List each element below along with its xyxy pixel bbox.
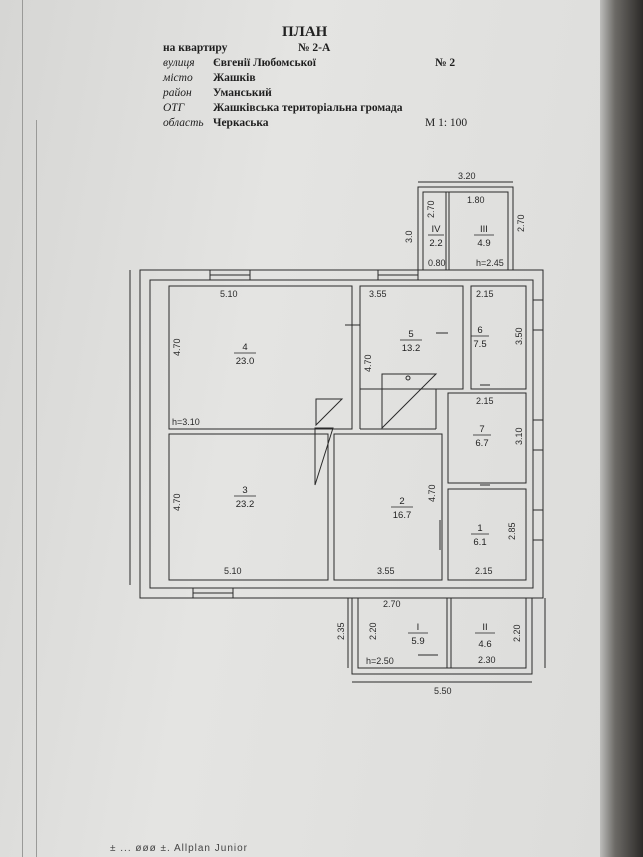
street-value: Євгенії Любомської xyxy=(213,57,317,69)
room-II-number: II xyxy=(482,622,487,633)
room-1-outline xyxy=(447,488,527,581)
dim-4-70-mid: 4.70 xyxy=(363,354,373,372)
annex-top-inner xyxy=(422,191,509,271)
dim-3-50: 3.50 xyxy=(514,327,524,345)
room-2-area: 16.7 xyxy=(393,510,412,521)
scale-label: М 1: 100 xyxy=(425,117,468,129)
apartment-number: № 2-А xyxy=(298,42,331,54)
city-label: місто xyxy=(163,72,193,84)
room-4-area: 23.0 xyxy=(236,356,255,367)
room-IV-number: IV xyxy=(432,224,442,235)
stove-mark-3 xyxy=(314,427,334,486)
margin-line xyxy=(22,0,23,857)
room-7-number: 7 xyxy=(479,424,484,435)
dim-5-10-top: 5.10 xyxy=(220,289,238,299)
window xyxy=(532,419,544,451)
room-I-area: 5.9 xyxy=(411,636,424,647)
region-label: область xyxy=(163,117,204,129)
dim-4-70-left: 4.70 xyxy=(172,338,182,356)
dim-h-2-45: h=2.45 xyxy=(476,258,504,268)
room-1-number: 1 xyxy=(477,523,482,534)
room-6-area: 7.5 xyxy=(473,339,486,350)
room-5-area: 13.2 xyxy=(402,343,421,354)
dim-3-0: 3.0 xyxy=(404,230,414,243)
footer-text: ± ... øøø ±. Allplan Junior xyxy=(110,843,249,854)
room-II-area: 4.6 xyxy=(478,639,491,650)
dim-4-70-left-2: 4.70 xyxy=(172,493,182,511)
room-6-number: 6 xyxy=(477,325,482,336)
dim-2-30: 2.30 xyxy=(478,655,496,665)
room-6-outline xyxy=(470,285,527,390)
room-2-number: 2 xyxy=(399,496,404,507)
room-4-number: 4 xyxy=(242,342,247,353)
room-3-area: 23.2 xyxy=(236,499,255,510)
room-7-outline xyxy=(447,392,527,484)
dim-3-55-top: 3.55 xyxy=(369,289,387,299)
dim-5-10-bottom: 5.10 xyxy=(224,566,242,576)
dim-2-35: 2.35 xyxy=(336,622,346,640)
dim-2-70-b: 2.70 xyxy=(516,214,526,232)
window xyxy=(532,509,544,541)
room-2-outline xyxy=(333,433,443,581)
page-title: ПЛАН xyxy=(282,24,328,40)
district-label: район xyxy=(163,87,192,99)
dim-3-10: 3.10 xyxy=(514,427,524,445)
dim-2-85: 2.85 xyxy=(507,522,517,540)
dim-4-70-mid-2: 4.70 xyxy=(427,484,437,502)
room-4-outline xyxy=(168,285,353,430)
dim-2-70-a: 2.70 xyxy=(426,200,436,218)
dim-0-80: 0.80 xyxy=(428,258,446,268)
house-number: № 2 xyxy=(435,57,456,69)
dim-h-2-50: h=2.50 xyxy=(366,656,394,666)
flue-mark xyxy=(405,375,411,381)
dim-2-15-b: 2.15 xyxy=(476,396,494,406)
room-5-number: 5 xyxy=(408,329,413,340)
dim-2-20-b: 2.20 xyxy=(512,624,522,642)
room-III-number: III xyxy=(480,224,488,235)
apartment-label: на квартиру xyxy=(163,42,228,54)
room-IV-area: 2.2 xyxy=(429,238,442,249)
stove-mark xyxy=(315,398,344,427)
room-III-area: 4.9 xyxy=(477,238,490,249)
street-label: вулиця xyxy=(163,57,195,69)
window xyxy=(532,299,544,331)
room-I-number: I xyxy=(417,622,420,633)
dim-h-3-10: h=3.10 xyxy=(172,417,200,427)
dim-2-15-a: 2.15 xyxy=(476,289,494,299)
room-3-outline xyxy=(168,433,329,581)
community-value: Жашківська територіальна громада xyxy=(213,102,403,114)
region-value: Черкаська xyxy=(213,117,269,129)
room-1-area: 6.1 xyxy=(473,537,486,548)
dim-3-20: 3.20 xyxy=(458,171,476,181)
header-apartment-row: на квартиру xyxy=(163,42,227,54)
paper-edge xyxy=(600,0,643,857)
dim-3-55-bottom: 3.55 xyxy=(377,566,395,576)
district-value: Уманський xyxy=(213,87,272,99)
dim-1-80: 1.80 xyxy=(467,195,485,205)
room-7-area: 6.7 xyxy=(475,438,488,449)
community-label: ОТГ xyxy=(163,102,185,114)
annex-bottom-inner xyxy=(357,597,527,669)
city-value: Жашків xyxy=(213,72,256,84)
room-3-number: 3 xyxy=(242,485,247,496)
dim-2-70-c: 2.70 xyxy=(383,599,401,609)
room-5-outline xyxy=(359,285,464,390)
dim-5-50: 5.50 xyxy=(434,686,452,696)
dim-2-20-a: 2.20 xyxy=(368,622,378,640)
stove-mark-2 xyxy=(381,373,438,430)
dim-2-15-c: 2.15 xyxy=(475,566,493,576)
margin-line-2 xyxy=(36,120,37,857)
